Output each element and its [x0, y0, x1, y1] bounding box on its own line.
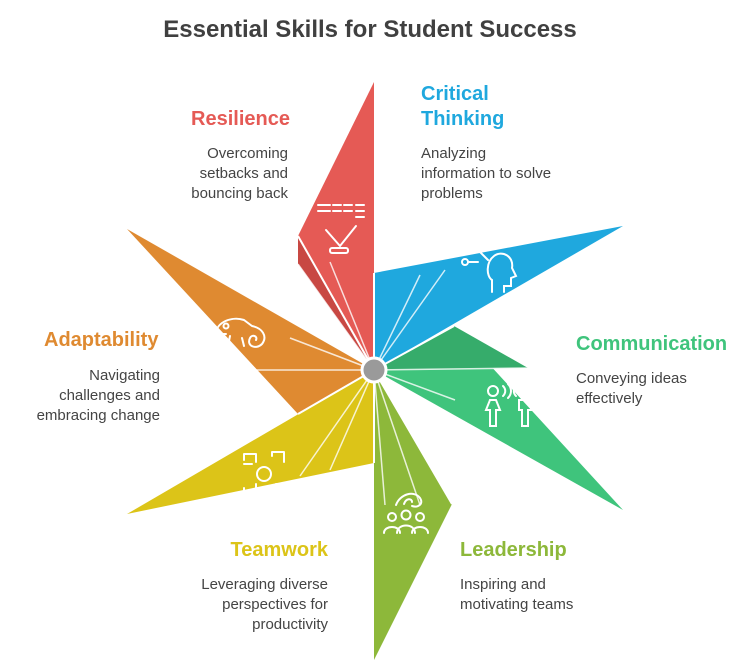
leadership-description: Inspiring and motivating teams: [460, 576, 574, 613]
blade-adaptability: [127, 229, 375, 415]
communication-description: Conveying ideas effectively: [576, 370, 687, 407]
resilience-description: Overcoming setbacks and bouncing back: [191, 145, 288, 202]
communication-title: Communication: [576, 333, 728, 355]
critical-thinking-description: Analyzing information to solve problems: [421, 145, 552, 202]
blade-communication: [373, 325, 623, 510]
team-leader-icon: [383, 492, 429, 534]
blade-critical-thinking: [373, 226, 623, 371]
chameleon-icon: [215, 317, 266, 348]
blade-leadership: [373, 369, 453, 660]
page-title: Essential Skills for Student Success: [163, 16, 577, 43]
critical-thinking-title: Critical Thinking: [421, 83, 505, 130]
resilience-title: Resilience: [191, 108, 290, 130]
head-thinking-icon: [461, 243, 518, 293]
balance-scale-icon: [317, 204, 365, 254]
center-hub: [360, 356, 388, 384]
teamwork-title: Teamwork: [230, 539, 328, 561]
people-talking-icon: [484, 383, 532, 427]
hands-together-icon: [243, 451, 287, 497]
adaptability-description: Navigating challenges and embracing chan…: [36, 367, 160, 424]
leadership-title: Leadership: [460, 539, 567, 561]
teamwork-description: Leveraging diverse perspectives for prod…: [201, 576, 328, 633]
blade-resilience: [297, 82, 375, 371]
adaptability-title: Adaptability: [44, 329, 159, 351]
